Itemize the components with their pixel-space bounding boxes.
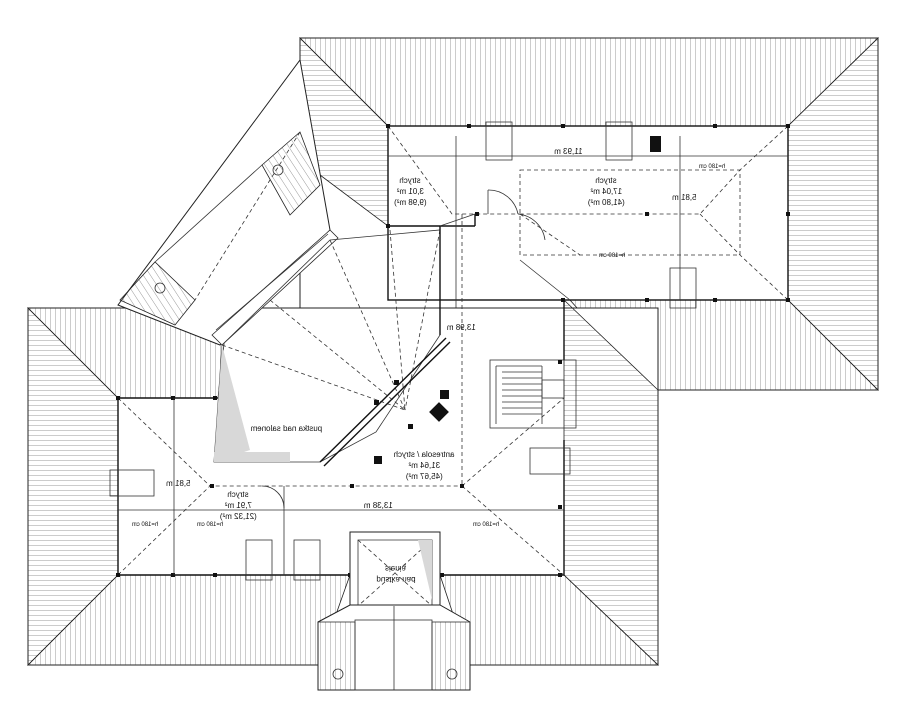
dim-h-mid-right: h=180 cm [599,253,626,259]
room-area: 7,91 m² [224,501,251,510]
room-area: 17,04 m² [590,187,622,196]
dim-h-left-outer: h=180 cm [132,522,159,528]
void-sienia-line2: sienią [385,564,406,573]
dim-left-height: 5,81 m [166,479,191,488]
room-strych-left: strych 7,91 m² (21,32 m²) [220,490,257,521]
roof-left-block [27,214,659,666]
void-salon-label: pustka nad salonem [250,424,322,433]
dim-h-top-right: h=180 cm [699,164,726,170]
roof-front-dormer [317,531,471,691]
dim-top-width: 11,93 m [554,147,583,156]
void-sienia-line1: pustka nad [376,575,415,584]
room-name: antresola / strych [394,450,455,459]
dim-h-bottom-right: h=180 cm [473,522,500,528]
posts-right [386,124,790,302]
room-name: strych [227,490,248,499]
room-area-total: (45,67 m²) [406,472,443,481]
room-antresola: antresola / strych 31,64 m² (45,67 m²) [394,450,455,481]
room-strych-small: strych 3,01 m² (9,98 m²) [394,176,427,207]
room-area-total: (21,32 m²) [220,512,257,521]
staircase [489,359,577,429]
posts-left [116,360,562,577]
dim-center-height: 13,98 m [447,323,476,332]
roof-diagonal-wing [117,58,476,467]
dim-main-width: 13,38 m [364,501,393,510]
void-sienia-label: pustka nad sienią [376,564,415,584]
room-name: strych [399,176,420,185]
room-name: strych [595,176,616,185]
room-area-total: (41,80 m²) [588,198,625,207]
room-area: 31,64 m² [408,461,440,470]
room-strych-right: strych 17,04 m² (41,80 m²) [588,176,625,207]
dim-right-height: 5,81 m [672,193,697,202]
room-area-total: (9,98 m²) [394,198,427,207]
dim-h-left-inner: h=180 cm [197,522,224,528]
room-area: 3,01 m² [396,187,423,196]
